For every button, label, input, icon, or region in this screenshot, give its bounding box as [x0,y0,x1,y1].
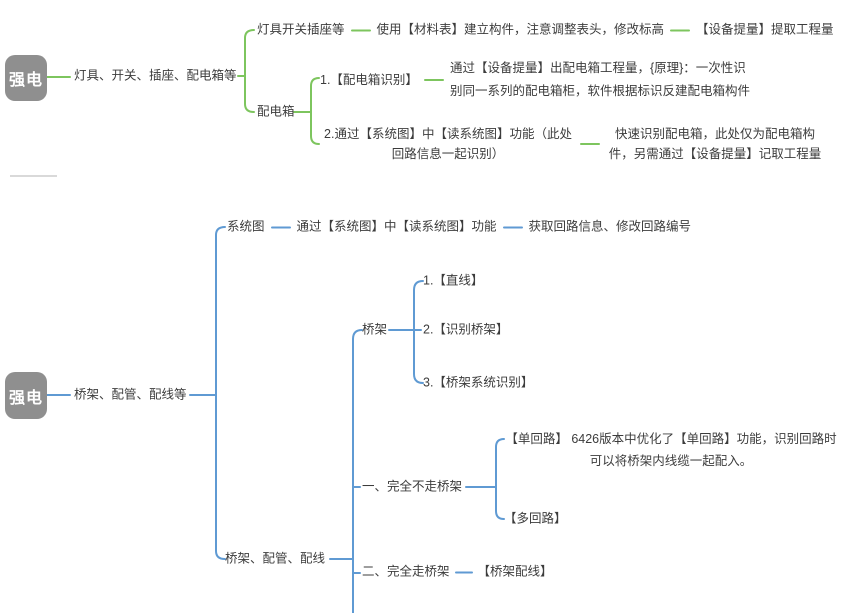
row-tray-item-2: 2.【识别桥架】 [423,322,508,339]
topic-multi-loop: 【多回路】 [504,511,567,526]
connector-dash [670,29,691,31]
root-label: 强电 [8,72,43,89]
topic-tray-label: 桥架 [362,322,388,337]
bracket-bottom-level1 [215,226,226,560]
connector-dash [454,571,473,573]
row-full-tray: 二、完全走桥架 【桥架配线】 [362,564,553,581]
topic-system-step1: 通过【系统图】中【读系统图】功能 [296,219,497,234]
root-node-top: 强电 [5,55,47,101]
topic-single-loop: 【单回路】 6426版本中优化了【单回路】功能，识别回路时可以将桥架内线缆一起配… [505,432,837,468]
topic-method1-label: 1.【配电箱识别】 [320,72,418,87]
row-distribution-box: 配电箱 [257,104,295,121]
connector-dash [502,226,523,228]
row-single-loop: 【单回路】 6426版本中优化了【单回路】功能，识别回路时可以将桥架内线缆一起配… [504,428,838,472]
bracket-tray [413,280,424,384]
root-node-bottom: 强电 [5,372,47,419]
bracket-traygroup [352,329,363,613]
topic-full-tray-label: 二、完全走桥架 [362,564,450,579]
row-no-tray: 一、完全不走桥架 [362,479,462,496]
row-tray-group: 桥架、配管、配线 [225,551,325,568]
topic-tray-item: 2.【识别桥架】 [423,322,509,337]
bracket-distbox [310,77,320,145]
topic-lighting-step1: 使用【材料表】建立构件，注意调整表头，修改标高 [376,22,665,37]
row-tray-item-1: 1.【直线】 [423,273,483,290]
topic-tray-group-label: 桥架、配管、配线 [225,551,326,566]
topic-lighting-step2: 【设备提量】提取工程量 [696,22,834,37]
topic-tray-item: 3.【桥架系统识别】 [423,375,534,390]
connector-dash [423,79,444,81]
branch-lighting-group: 灯具、开关、插座、配电箱等 [74,68,237,85]
topic-distribution-box-label: 配电箱 [257,104,295,119]
bracket-no-tray [495,438,505,520]
topic-method1-desc: 通过【设备提量】出配电箱工程量，{原理}：一次性识别同一系列的配电箱柜，软件根据… [449,61,750,98]
topic-method2-label: 2.通过【系统图】中【读系统图】功能（此处回路信息一起识别） [324,127,572,161]
branch-label: 灯具、开关、插座、配电箱等 [74,68,237,83]
topic-method2-desc: 快速识别配电箱，此处仅为配电箱构件，另需通过【设备提量】记取工程量 [608,127,822,161]
row-method1: 1.【配电箱识别】 通过【设备提量】出配电箱工程量，{原理}：一次性识别同一系列… [320,57,755,103]
root-label: 强电 [8,389,43,407]
connector-dash [270,226,291,228]
branch-tray-group: 桥架、配管、配线等 [74,387,187,404]
topic-lighting-label: 灯具开关插座等 [257,22,345,37]
topic-no-tray-label: 一、完全不走桥架 [362,479,463,494]
row-method2: 2.通过【系统图】中【读系统图】功能（此处回路信息一起识别） 快速识别配电箱，此… [322,124,824,164]
topic-tray-item: 1.【直线】 [423,273,484,288]
topic-full-tray-item: 【桥架配线】 [477,564,553,579]
branch-label: 桥架、配管、配线等 [74,387,187,402]
row-system-diagram: 系统图 通过【系统图】中【读系统图】功能 获取回路信息、修改回路编号 [227,219,691,236]
bracket-top-level1 [244,29,255,113]
connector-dash [350,29,371,31]
connector-dash [580,143,600,145]
topic-system-step2: 获取回路信息、修改回路编号 [528,219,692,234]
row-lighting: 灯具开关插座等 使用【材料表】建立构件，注意调整表头，修改标高 【设备提量】提取… [257,22,834,39]
row-multi-loop: 【多回路】 [504,511,567,528]
topic-system-label: 系统图 [227,219,265,234]
row-tray: 桥架 [362,322,387,339]
screenshot-seam-divider [10,175,57,177]
row-tray-item-3: 3.【桥架系统识别】 [423,375,533,392]
